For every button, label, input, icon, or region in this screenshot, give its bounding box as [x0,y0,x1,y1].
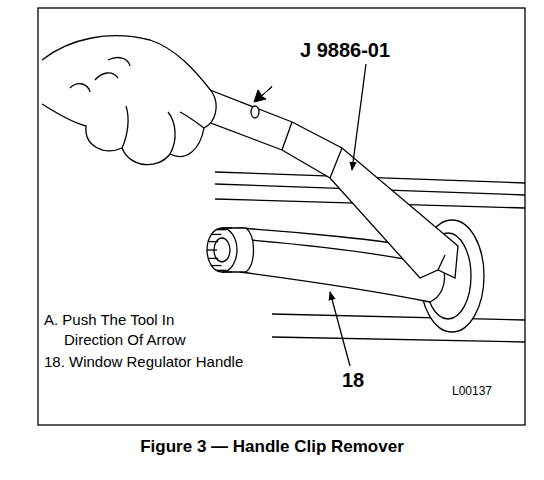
handle-clip-remover-tool [203,88,458,278]
legend-note: 18. Window Regulator Handle [44,350,244,373]
leader-line [352,64,366,170]
figure-code: L00137 [452,383,492,399]
leader-line [330,292,350,366]
hand [42,36,216,165]
tool-number: J 9886-01 [300,38,390,62]
push-direction-arrow [254,86,272,102]
legend-note: A. Push The Tool In Direction Of Arrow [44,310,236,350]
figure-caption: Figure 3 — Handle Clip Remover [0,437,544,457]
callout-number: 18 [342,368,364,392]
figure-frame [38,8,525,425]
